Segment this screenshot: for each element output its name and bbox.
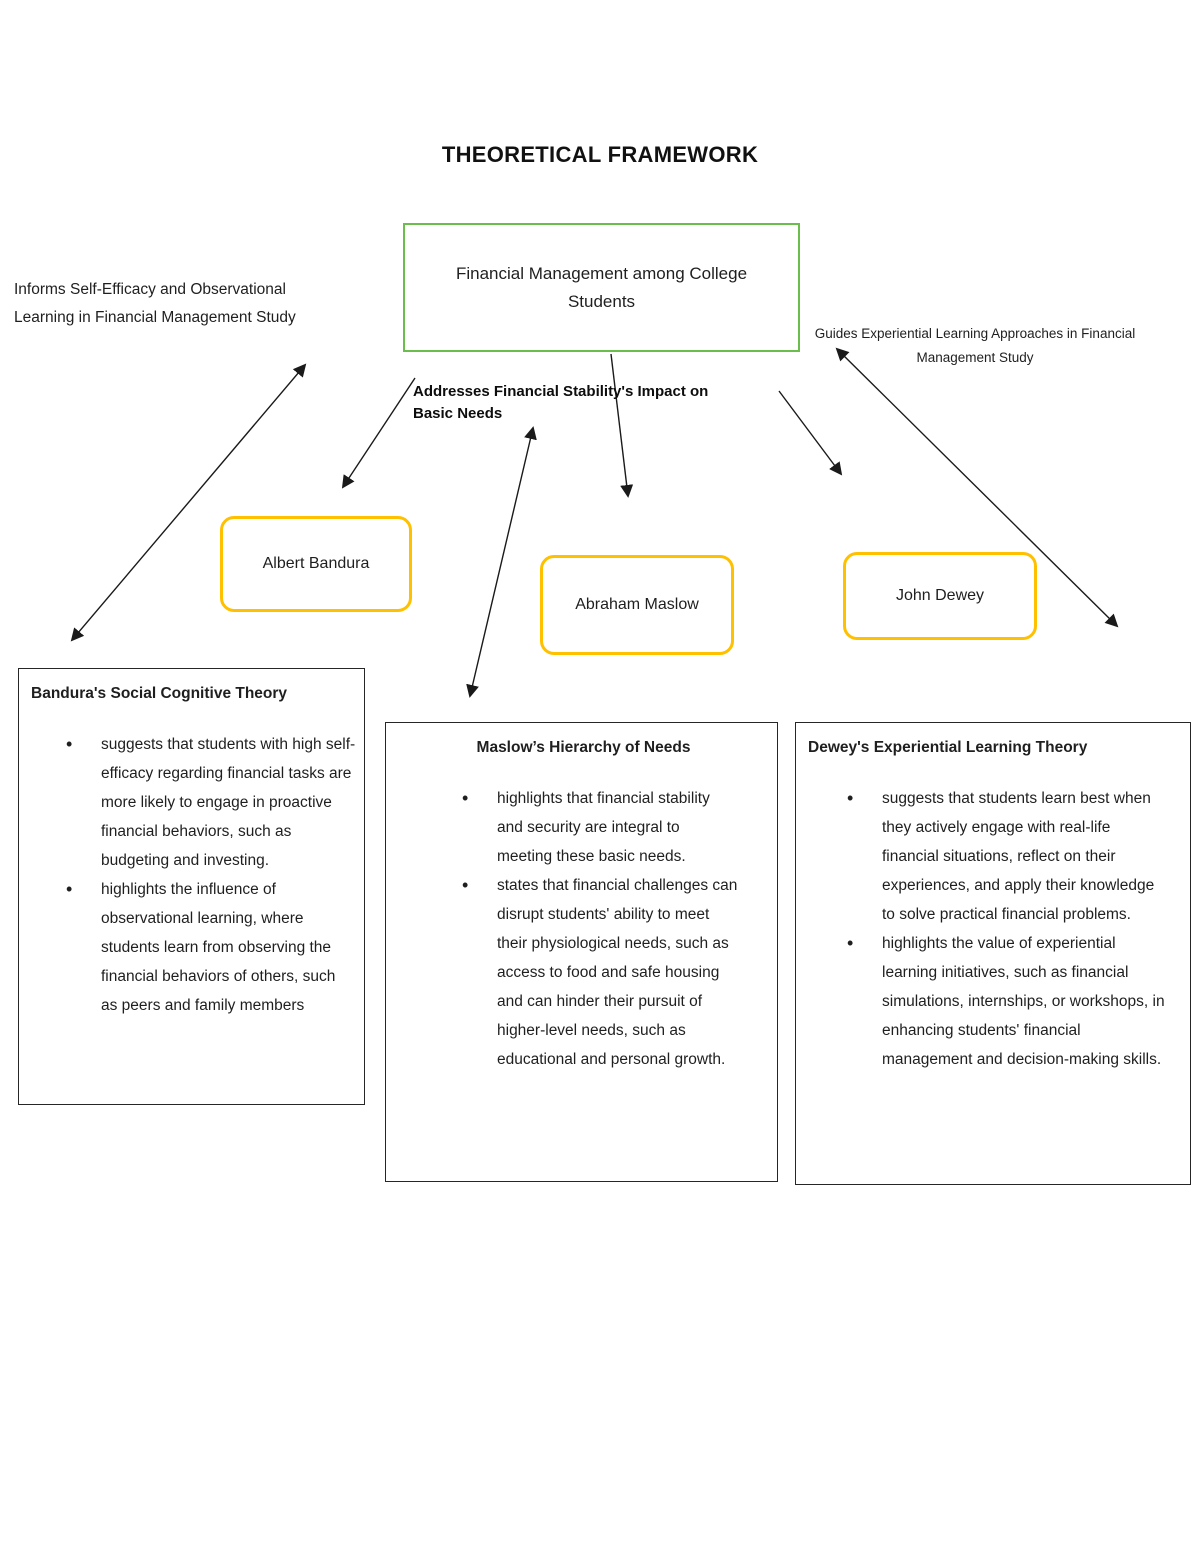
arrow-central-to-bandura (341, 377, 416, 489)
theory-bullet: states that financial challenges can dis… (462, 871, 739, 1074)
theorist-box-abraham-maslow: Abraham Maslow (540, 555, 734, 655)
annotation-addresses-financial-stability: Addresses Financial Stability's Impact o… (413, 383, 709, 422)
arrow-central-to-dewey (778, 390, 843, 476)
theorist-name: Abraham Maslow (575, 596, 699, 613)
theory-bullet: suggests that students learn best when t… (847, 784, 1168, 929)
theory-bullet: highlights the influence of observationa… (66, 875, 356, 1020)
annotation-informs-self-efficacy: Informs Self-Efficacy and Observational … (14, 281, 296, 326)
theory-box-experiential-learning: Dewey's Experiential Learning Theory sug… (795, 722, 1191, 1185)
theorist-box-john-dewey: John Dewey (843, 552, 1037, 640)
theorist-name: John Dewey (895, 587, 985, 604)
annotation-guides-experiential-learning: Guides Experiential Learning Approaches … (814, 326, 1136, 365)
theory-box-social-cognitive: Bandura's Social Cognitive Theory sugges… (18, 668, 365, 1105)
theorist-name: Albert Bandura (262, 555, 370, 572)
theory-bullet-list: suggests that students with high self-ef… (31, 730, 356, 1020)
central-concept-label: Financial Management among College Stude… (455, 263, 748, 311)
theory-bullet-list: highlights that financial stability and … (398, 784, 769, 1074)
arrow-central-to-maslow (610, 353, 634, 498)
theory-title: Bandura's Social Cognitive Theory (31, 685, 288, 702)
theory-title: Dewey's Experiential Learning Theory (808, 739, 1088, 756)
theory-bullet: suggests that students with high self-ef… (66, 730, 356, 875)
central-concept-box: Financial Management among College Stude… (403, 223, 800, 352)
theorist-box-albert-bandura: Albert Bandura (220, 516, 412, 612)
page-title: THEORETICAL FRAMEWORK (441, 142, 759, 167)
theory-box-hierarchy-of-needs: Maslow’s Hierarchy of Needs highlights t… (385, 722, 778, 1182)
theory-bullet: highlights the value of experiential lea… (847, 929, 1168, 1074)
arrow-maslow-theory-to-basic-needs-label (466, 426, 537, 698)
theory-title: Maslow’s Hierarchy of Needs (476, 739, 691, 756)
theory-bullet-list: suggests that students learn best when t… (808, 784, 1182, 1074)
theory-bullet: highlights that financial stability and … (462, 784, 739, 871)
